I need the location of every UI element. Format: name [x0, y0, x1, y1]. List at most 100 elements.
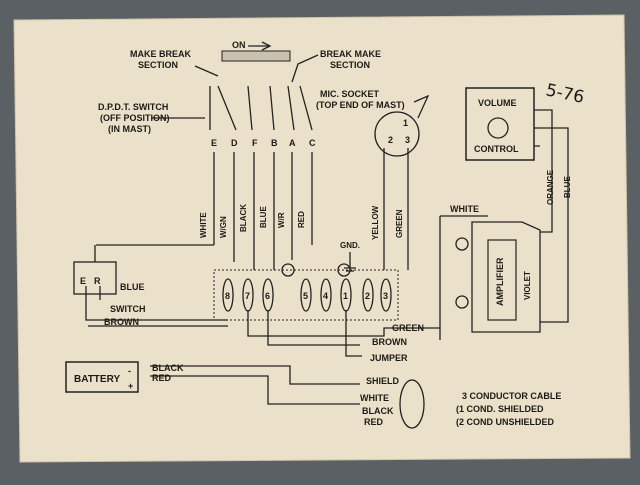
- mount-screw-right: [337, 263, 351, 277]
- lug-number-8: 8: [225, 291, 230, 301]
- lug-number-2: 2: [365, 291, 370, 301]
- switch-label: SWITCH: [110, 304, 146, 314]
- terminal-strip: GND. 8 7 6 5 4 1 2 3: [88, 241, 399, 327]
- battery-box: [65, 361, 139, 393]
- lug-number-7: 7: [245, 291, 250, 301]
- lug-number-6: 6: [265, 291, 270, 301]
- terminal-e: E: [211, 138, 217, 148]
- amp-inner-box: [487, 239, 517, 321]
- amp-vol-wires: [540, 210, 569, 323]
- lug-2: [362, 278, 374, 312]
- dpdt-label-3: (IN MAST): [108, 124, 151, 134]
- wire-w-gn: W/GN: [219, 216, 228, 238]
- mic-label-2: (TOP END OF MAST): [316, 100, 405, 110]
- terminal-strip-board: [213, 269, 399, 321]
- mic-socket-circle: [374, 111, 420, 157]
- volume-wire-orange: ORANGE: [546, 169, 555, 205]
- volume-box: [465, 87, 535, 161]
- wire-red: RED: [297, 211, 306, 228]
- make-break-pointer: [194, 65, 219, 77]
- lug-number-1: 1: [343, 291, 348, 301]
- mic-wire-green: GREEN: [395, 209, 404, 238]
- wire-white: WHITE: [199, 212, 208, 238]
- dpdt-wires: [213, 152, 313, 270]
- battery: BATTERY - +: [65, 361, 139, 393]
- shield-label: SHIELD: [366, 376, 400, 386]
- cable-label-1: 3 CONDUCTOR CABLE: [462, 391, 561, 401]
- amp-box: [471, 221, 541, 333]
- bottom-wire-green: GREEN: [392, 323, 424, 333]
- amp-input-wire: [439, 215, 488, 340]
- volume-label: VOLUME: [478, 98, 517, 108]
- dpdt-label-2: (OFF POSITION): [100, 113, 170, 123]
- mount-screw-left: [281, 263, 295, 277]
- lug-8: [222, 278, 234, 312]
- amplifier: WHITE AMPLIFIER VIOLET: [439, 204, 569, 340]
- mic-wire-yellow: YELLOW: [371, 205, 380, 240]
- lug-number-3: 3: [383, 291, 388, 301]
- switch-box-wires: [85, 245, 228, 321]
- lug-number-5: 5: [303, 291, 308, 301]
- switch-wire-blue: BLUE: [120, 282, 145, 292]
- volume-control: VOLUME CONTROL ORANGE BLUE: [465, 87, 572, 216]
- lug-4: [320, 278, 332, 312]
- control-label: CONTROL: [474, 144, 519, 154]
- battery-wire-red: RED: [152, 373, 172, 383]
- amp-label: AMPLIFIER: [495, 257, 505, 306]
- volume-wires: [534, 109, 569, 216]
- cable-label-3: (2 COND UNSHIELDED: [456, 417, 555, 427]
- break-make-label-1: BREAK MAKE: [320, 49, 381, 59]
- strip-cross-wires: [88, 244, 228, 327]
- mic-pin-1: 1: [403, 118, 408, 128]
- break-make-label-2: SECTION: [330, 60, 370, 70]
- lug-3: [380, 278, 392, 312]
- battery-wire-black: BLACK: [152, 363, 184, 373]
- switch-box: E R BLUE SWITCH BROWN: [73, 245, 228, 327]
- break-make-pointer: [291, 54, 319, 83]
- jumper-label: JUMPER: [370, 353, 408, 363]
- dpdt-label-1: D.P.D.T. SWITCH: [98, 102, 168, 112]
- mic-pin-3: 3: [405, 135, 410, 145]
- mic-label-1: MIC. SOCKET: [320, 89, 380, 99]
- dpdt-switch: D.P.D.T. SWITCH (OFF POSITION) (IN MAST)…: [98, 85, 316, 270]
- switch-wire-brown: BROWN: [104, 317, 139, 327]
- terminal-f: F: [252, 138, 258, 148]
- terminal-d: D: [231, 138, 238, 148]
- battery-minus: -: [128, 366, 131, 376]
- gnd-label: GND.: [340, 241, 360, 250]
- wire-blue: BLUE: [259, 206, 268, 228]
- paper-sheet: [13, 14, 631, 463]
- battery-label: BATTERY: [74, 374, 120, 385]
- mic-pointer: [413, 94, 430, 119]
- terminal-c: C: [309, 138, 316, 148]
- amp-out-wire-violet: VIOLET: [523, 271, 532, 300]
- cable-label-2: (1 COND. SHIELDED: [456, 404, 544, 414]
- switch-body: [221, 50, 291, 62]
- on-label: ON: [232, 40, 246, 50]
- cable-end-ellipse: [399, 379, 425, 429]
- make-break-label-1: MAKE BREAK: [130, 49, 192, 59]
- cable-wire-black: BLACK: [362, 406, 394, 416]
- amp-lug-bottom: [455, 295, 469, 309]
- amp-lug-top: [455, 237, 469, 251]
- switch-terminal-r: R: [94, 276, 101, 286]
- wire-w-r: W/R: [277, 212, 286, 228]
- bottom-wire-brown: BROWN: [372, 337, 407, 347]
- lug-5: [300, 278, 312, 312]
- cable-wire-white: WHITE: [360, 393, 389, 403]
- cable: WHITE BLACK RED 3 CONDUCTOR CABLE (1 CON…: [360, 379, 561, 429]
- mic-socket: MIC. SOCKET (TOP END OF MAST) 1 2 3 YELL…: [316, 89, 430, 270]
- switch-blades: [209, 85, 313, 131]
- volume-wire-blue: BLUE: [563, 176, 572, 198]
- lug-number-4: 4: [323, 291, 328, 301]
- battery-plus: +: [128, 381, 133, 391]
- volume-knob-icon: [487, 117, 509, 139]
- bottom-wires: [150, 310, 440, 405]
- amp-in-wire-white: WHITE: [450, 204, 479, 214]
- terminal-a: A: [289, 138, 296, 148]
- cable-wire-red: RED: [364, 417, 384, 427]
- wire-black: BLACK: [239, 204, 248, 232]
- mic-wires: [383, 148, 409, 270]
